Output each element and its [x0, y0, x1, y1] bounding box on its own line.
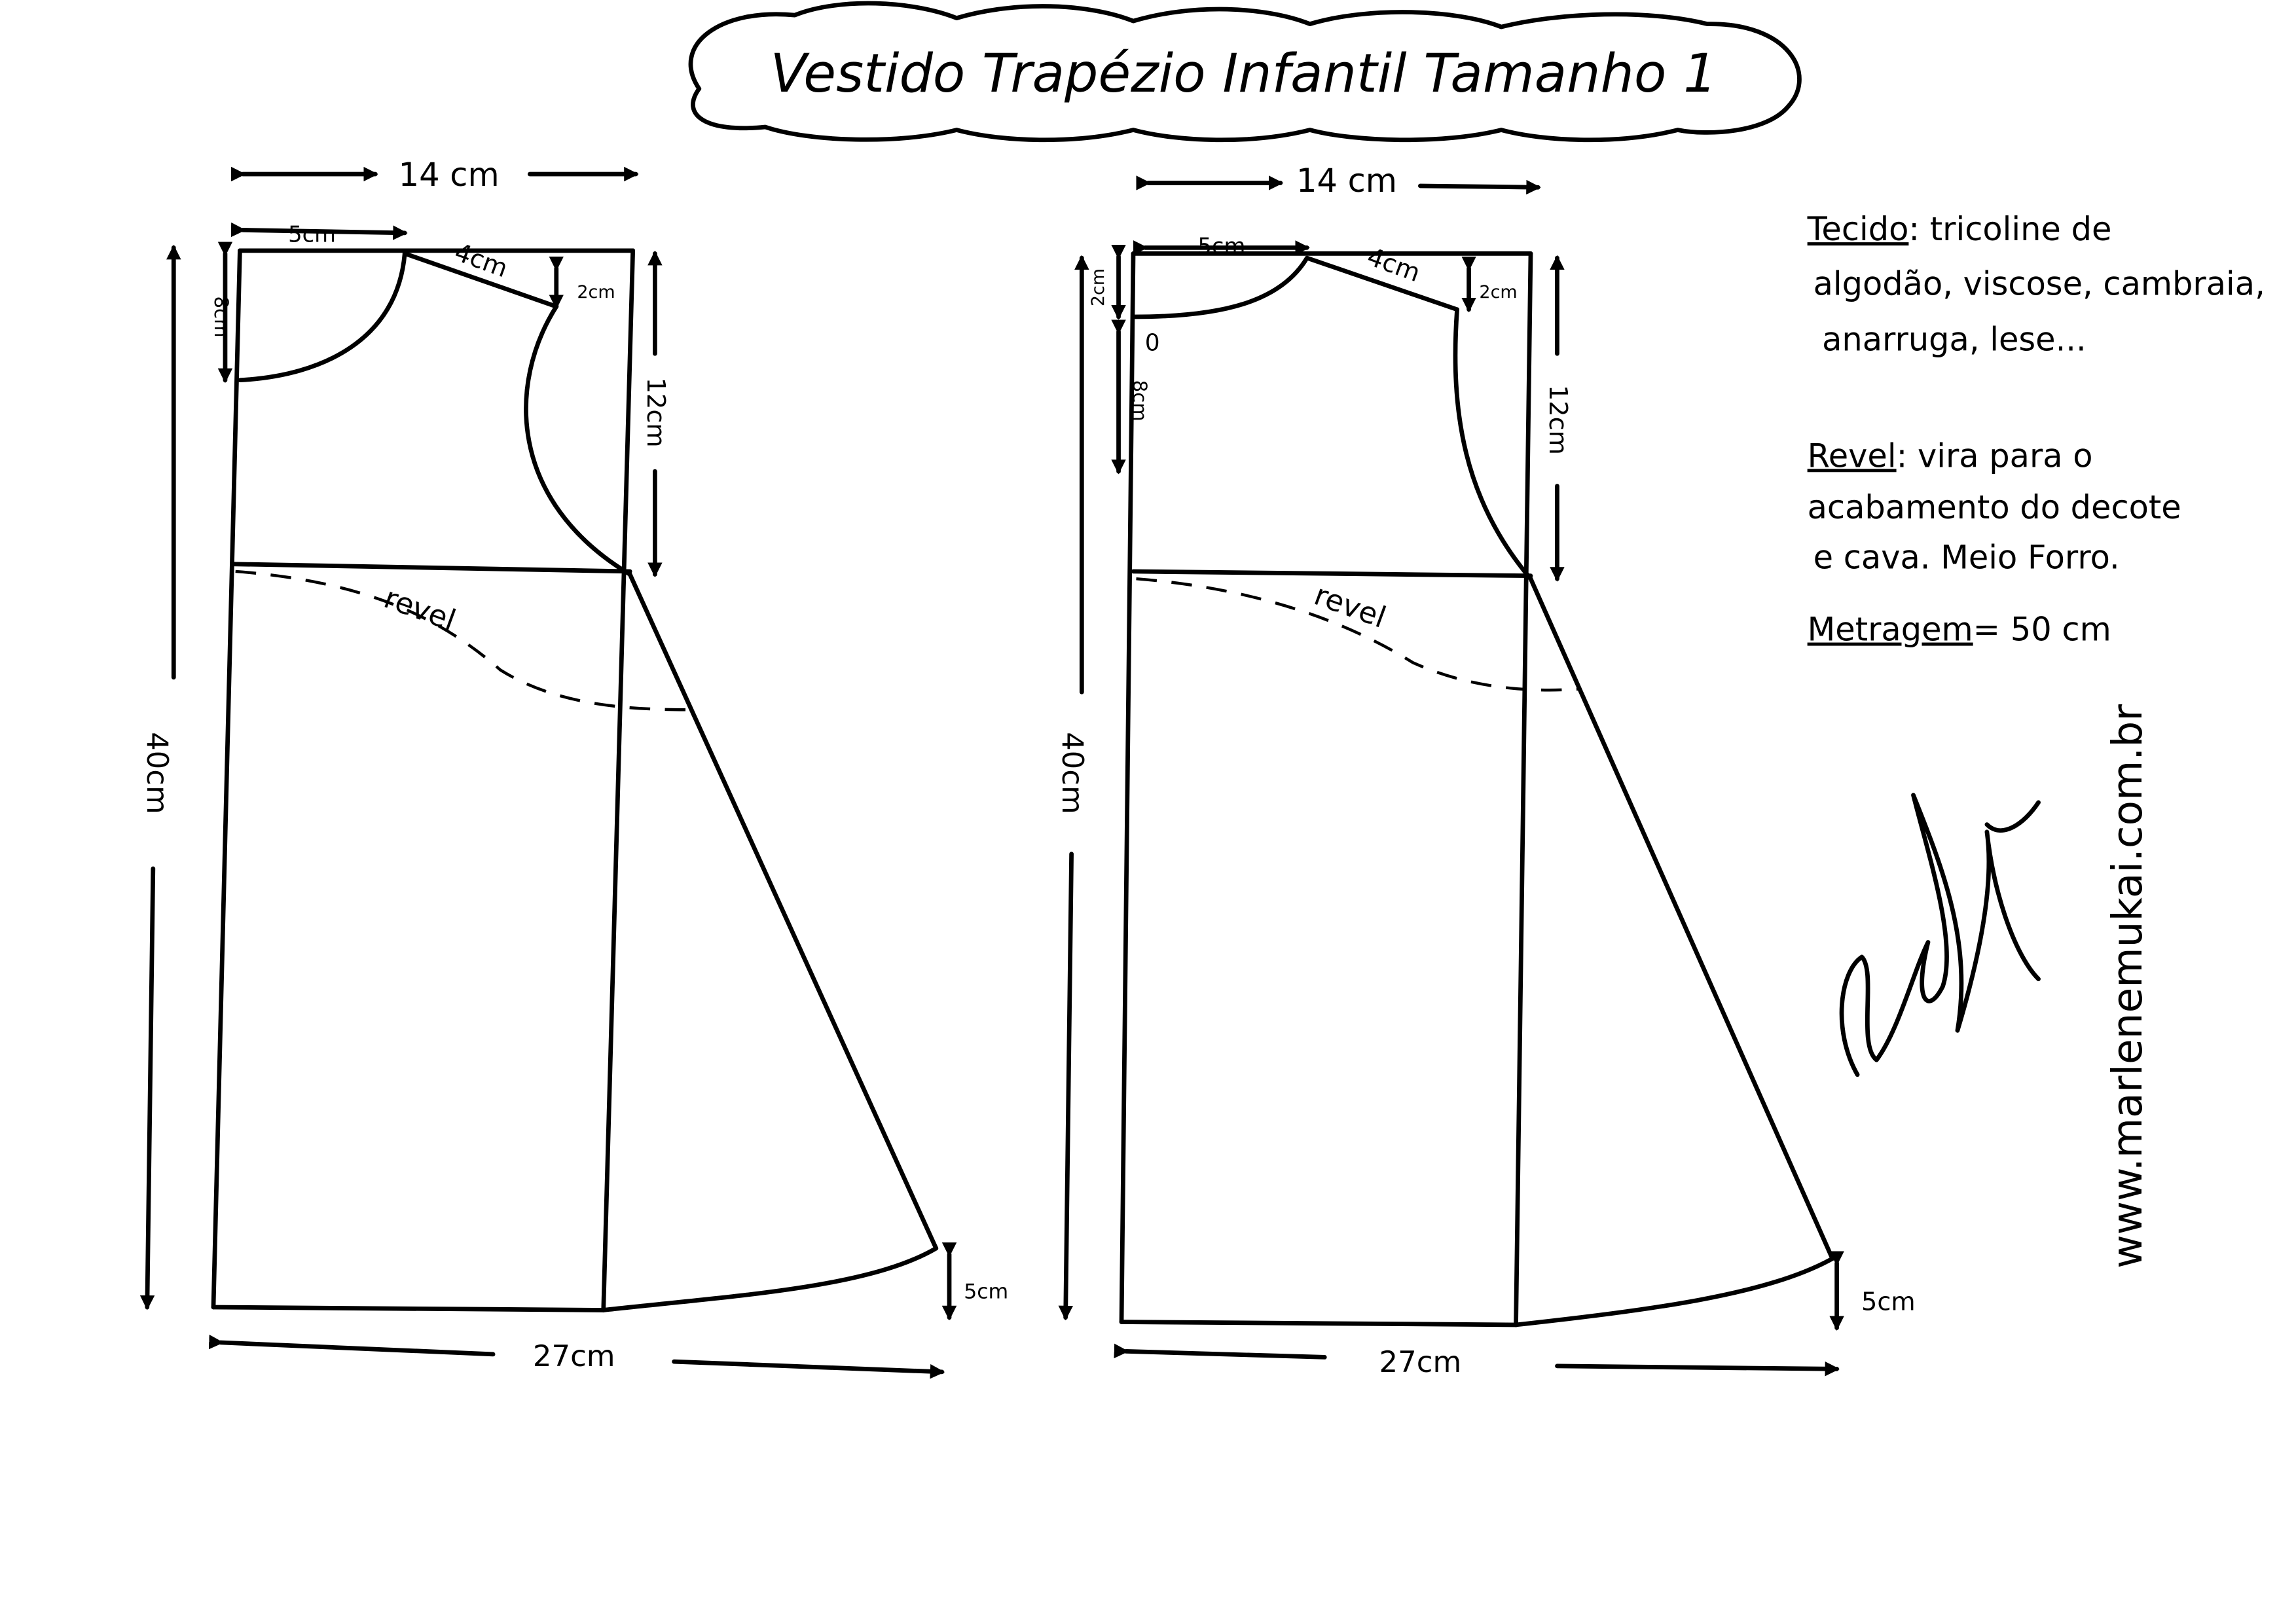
shoulder-drop-label: 2cm [1479, 282, 1517, 302]
width-top-label: 14 cm [1296, 162, 1397, 200]
revel-line2: acabamento do decote [1808, 488, 2181, 526]
chest-line [1131, 569, 1533, 579]
svg-text:Metragem= 50 cm: Metragem= 50 cm [1808, 611, 2111, 649]
page-title: Vestido Trapézio Infantil Tamanho 1 [771, 43, 1717, 105]
armhole [524, 304, 632, 577]
hem-curve [1514, 1256, 1835, 1327]
shoulder-label: 4cm [450, 238, 511, 284]
shoulder-drop-label: 2cm [577, 282, 615, 302]
website: www.marlenemukai.com.br [2104, 704, 2151, 1269]
neckline [238, 251, 407, 383]
svg-text:Tecido: tricoline de: Tecido: tricoline de [1807, 210, 2112, 248]
revel-line3: e cava. Meio Forro. [1813, 538, 2120, 576]
bottom-line [1119, 1320, 1518, 1327]
facing-label: revel [1310, 577, 1391, 635]
length-label: 40cm [140, 732, 175, 814]
tecido-text: : tricoline de [1908, 210, 2111, 248]
hem-width-label: 27cm [1379, 1344, 1462, 1379]
tecido-label: Tecido [1807, 210, 1909, 248]
hem-width-label: 27cm [533, 1339, 615, 1373]
side-seam [1528, 576, 1835, 1261]
title-cloud: Vestido Trapézio Infantil Tamanho 1 [688, 1, 1802, 143]
center-line [1119, 251, 1136, 1324]
guide-line [1514, 251, 1533, 1327]
armhole-depth-label: 12cm [1543, 385, 1572, 455]
armhole-depth-label: 12cm [641, 378, 670, 448]
back-pattern: 14 cm 5cm 4cm 2cm 2cm 0 8cm 12cm 40cm 5c… [1055, 162, 1915, 1379]
neck-width-label: 5cm [1197, 233, 1245, 259]
svg-text:Revel: vira para o: Revel: vira para o [1808, 437, 2093, 475]
revel-label: Revel [1808, 437, 1897, 475]
side-seam [627, 572, 939, 1251]
shoulder-line [1304, 255, 1459, 312]
shoulder-line [402, 251, 559, 309]
front-pattern: 14 cm 5cm 4cm 2cm 8cm 12cm 40cm 5cm 27cm… [140, 156, 1008, 1379]
facing-label: revel [380, 580, 460, 638]
metragem-value: = 50 cm [1973, 611, 2111, 649]
neck-depth-label: 8cm [1129, 380, 1151, 422]
tecido-line3: anarruga, lese... [1822, 321, 2086, 359]
metragem-label: Metragem [1808, 611, 1973, 649]
back-neck-drop-label: 2cm [1088, 268, 1108, 306]
revel-text: : vira para o [1897, 437, 2093, 475]
hem-curve [601, 1246, 939, 1312]
width-top-label: 14 cm [399, 156, 500, 194]
facing-line [1136, 577, 1578, 692]
tecido-line2: algodão, viscose, cambraia, [1813, 264, 2265, 302]
bottom-line [211, 1305, 606, 1312]
guide-line [601, 248, 636, 1312]
chest-line [230, 562, 632, 574]
signature [1839, 793, 2041, 1077]
neck-width-label: 5cm [288, 221, 336, 247]
notes: Tecido: tricoline de algodão, viscose, c… [1807, 210, 2265, 648]
point-label: 0 [1145, 330, 1160, 357]
center-line [211, 248, 242, 1310]
length-label: 40cm [1055, 732, 1090, 814]
neckline [1131, 255, 1309, 319]
hem-rise-label: 5cm [964, 1280, 1008, 1303]
hem-rise-label: 5cm [1861, 1288, 1916, 1316]
neck-depth-label: 8cm [210, 296, 232, 337]
armhole [1453, 307, 1533, 581]
